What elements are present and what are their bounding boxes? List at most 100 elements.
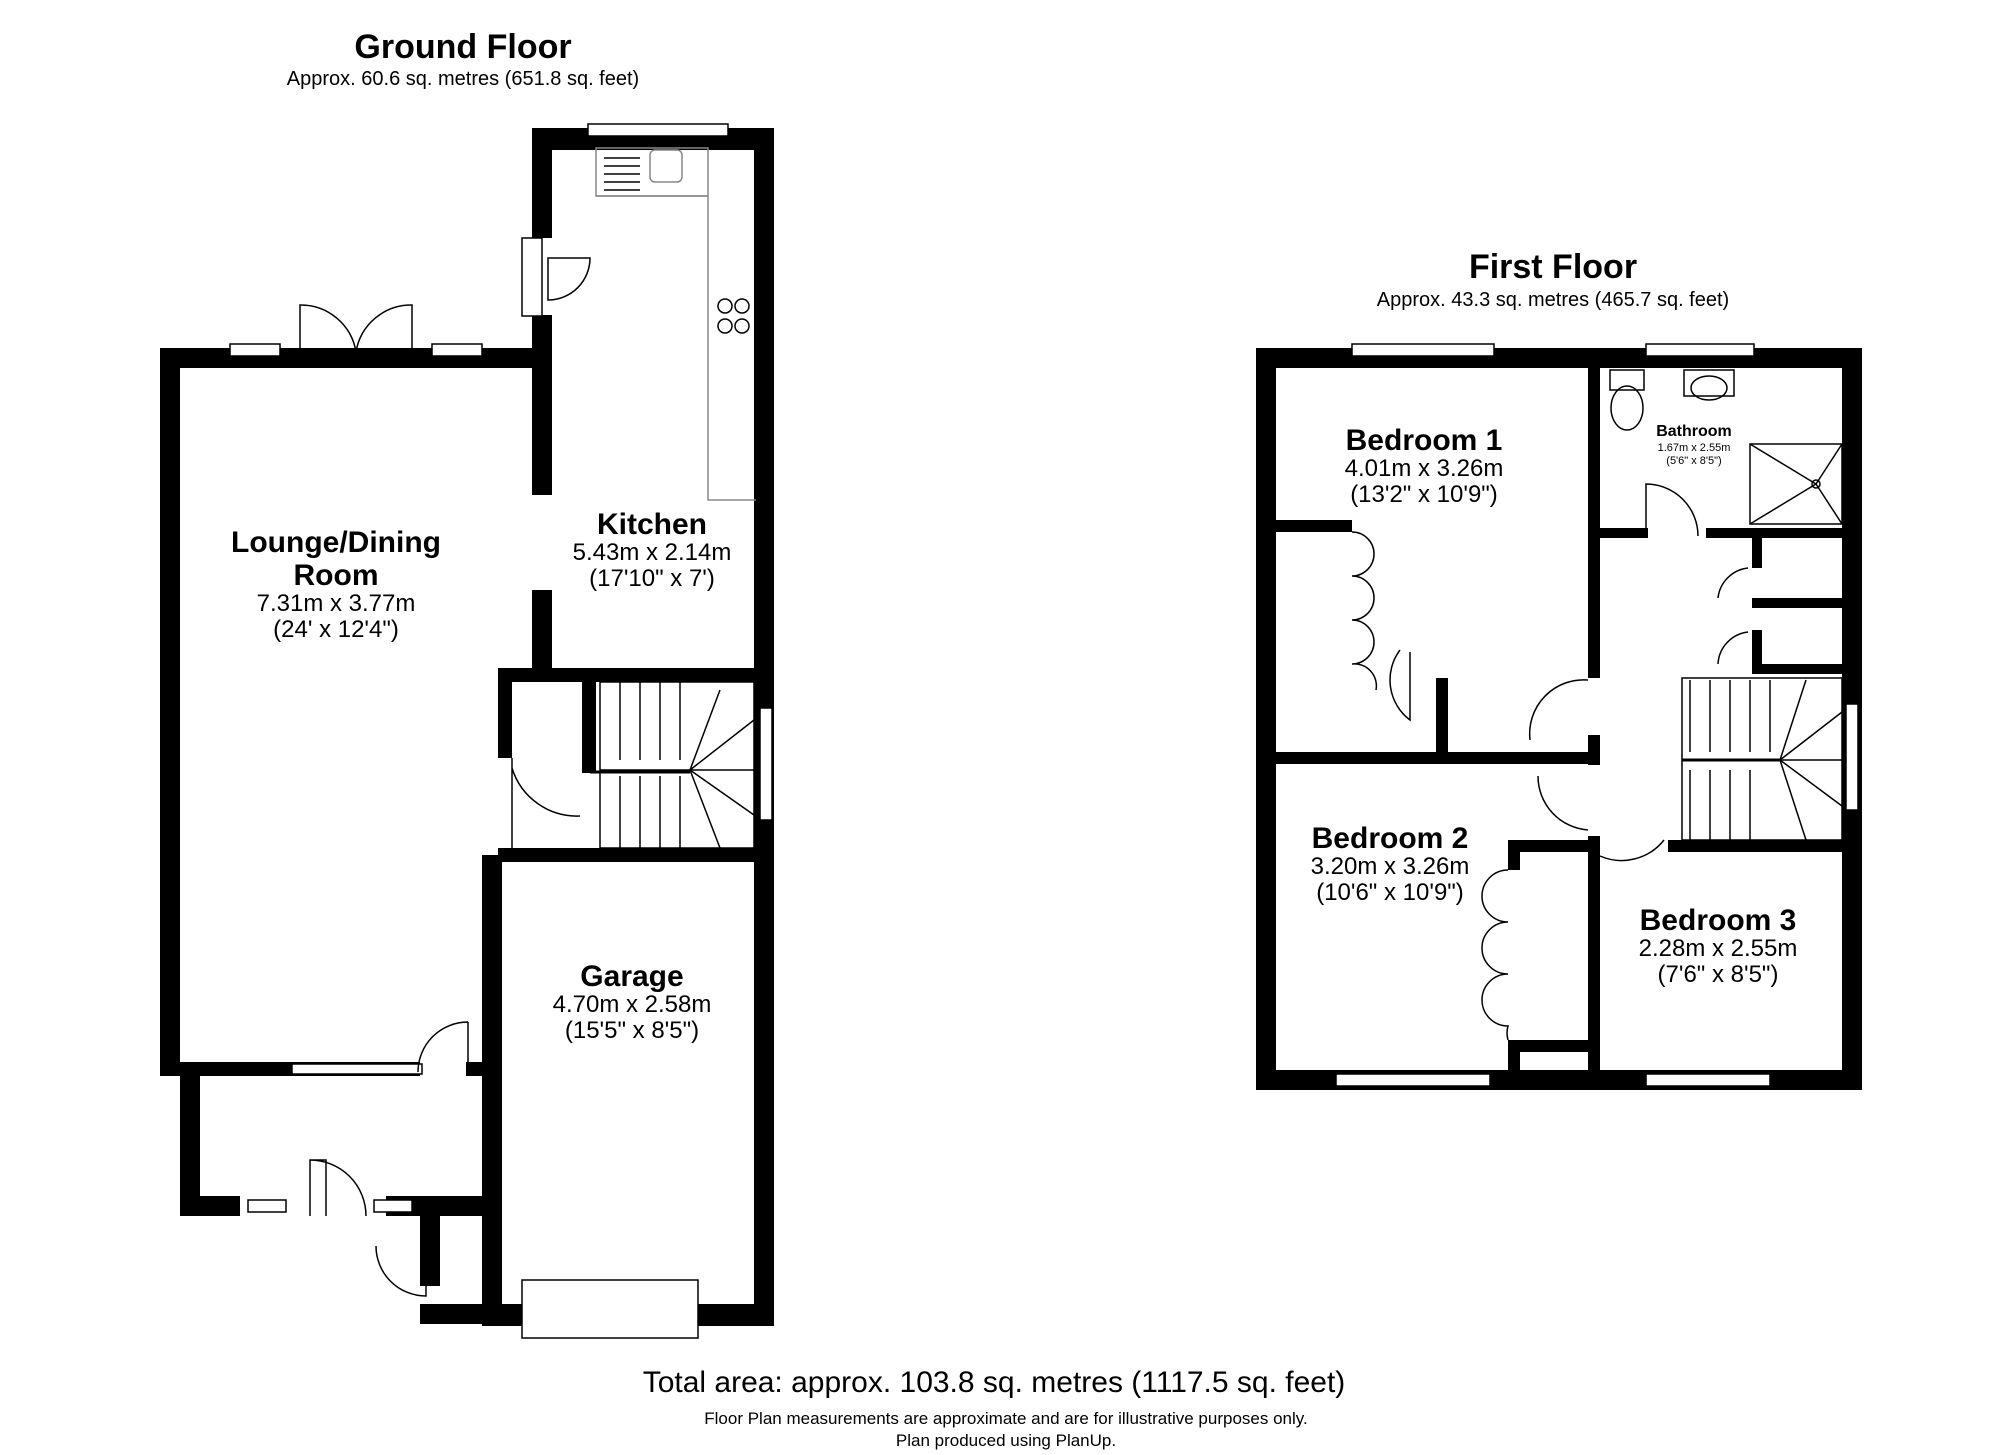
sink-icon <box>649 149 683 183</box>
first-floor-title: First Floor <box>1469 248 1637 286</box>
wall <box>1588 735 1600 765</box>
window <box>291 1063 423 1075</box>
wall <box>180 1070 200 1200</box>
room-size-imperial: (15'5" x 8'5") <box>565 1017 699 1044</box>
wall <box>498 668 512 758</box>
window <box>431 343 483 357</box>
disclaimer: Floor Plan measurements are approximate … <box>704 1409 1307 1428</box>
wall <box>1588 528 1648 538</box>
worktop <box>595 147 709 197</box>
room-size-imperial: (7'6" x 8'5") <box>1658 961 1779 988</box>
wall <box>1436 678 1448 764</box>
window <box>1645 1073 1771 1087</box>
cistern <box>1609 369 1645 391</box>
first-floor-area: Approx. 43.3 sq. metres (465.7 sq. feet) <box>1377 289 1729 311</box>
ground-floor-title: Ground Floor <box>354 28 571 66</box>
wall <box>1588 368 1600 678</box>
room-size: 4.70m x 2.58m <box>553 991 712 1018</box>
room-size: 2.28m x 2.55m <box>1639 935 1798 962</box>
room-name: Bedroom 2 <box>1312 822 1469 855</box>
room-label-bedroom-2: Bedroom 2 3.20m x 3.26m (10'6" x 10'9") <box>1311 822 1470 906</box>
bedroom1-door <box>1528 679 1589 741</box>
lounge-door <box>417 1021 469 1073</box>
wall <box>1752 630 1762 670</box>
wardrobe-doors <box>1481 869 1509 1041</box>
window <box>521 237 543 317</box>
hob-icon <box>717 298 750 334</box>
wall <box>1270 520 1352 532</box>
room-size: 4.01m x 3.26m <box>1345 455 1504 482</box>
wall <box>532 315 552 495</box>
worktop <box>707 196 756 501</box>
cupboard-door <box>1717 567 1749 599</box>
credit: Plan produced using PlanUp. <box>896 1431 1116 1450</box>
ground-floor-stairs <box>590 681 755 849</box>
bathroom-door <box>1645 483 1699 537</box>
room-name: Lounge/Dining <box>231 526 441 559</box>
room-size: 3.20m x 3.26m <box>1311 853 1470 880</box>
wall <box>532 128 552 238</box>
stairwell <box>1681 677 1843 841</box>
wall <box>582 668 596 773</box>
room-name: Bathroom <box>1656 423 1732 440</box>
room-size: 5.43m x 2.14m <box>573 539 732 566</box>
wall <box>498 848 768 862</box>
room-name: Garage <box>580 960 683 993</box>
room-size-imperial: (13'2" x 10'9") <box>1350 481 1498 508</box>
wall <box>420 1304 502 1324</box>
window <box>373 1199 413 1213</box>
wall <box>1752 664 1848 674</box>
garage-door <box>521 1279 699 1339</box>
wall <box>698 1304 774 1326</box>
wall <box>1508 840 1520 870</box>
french-door-left <box>299 304 357 353</box>
room-name: Bedroom 1 <box>1346 424 1503 457</box>
back-door <box>547 257 591 301</box>
total-area: Total area: approx. 103.8 sq. metres (11… <box>643 1366 1346 1399</box>
ground-floor-area: Approx. 60.6 sq. metres (651.8 sq. feet) <box>287 68 639 90</box>
basin-icon <box>1683 369 1735 397</box>
room-label-bedroom-1: Bedroom 1 4.01m x 3.26m (13'2" x 10'9") <box>1345 424 1504 508</box>
room-name: Room <box>294 559 379 592</box>
wall <box>420 1196 440 1286</box>
wall <box>482 855 502 1325</box>
wall <box>1270 752 1588 764</box>
wardrobe-door <box>1389 649 1411 722</box>
wall <box>160 348 180 1070</box>
ground-floor-windows <box>229 123 773 1339</box>
stairwell <box>599 681 755 849</box>
room-label-kitchen: Kitchen 5.43m x 2.14m (17'10" x 7') <box>573 508 732 592</box>
window <box>1335 1073 1491 1087</box>
room-name: Kitchen <box>597 508 707 541</box>
room-label-bedroom-3: Bedroom 3 2.28m x 2.55m (7'6" x 8'5") <box>1639 904 1798 988</box>
wall <box>1706 528 1846 538</box>
window <box>1845 703 1859 811</box>
under-stairs-door <box>511 758 581 848</box>
front-door <box>309 1159 367 1217</box>
wall <box>1752 598 1848 608</box>
bedroom2-door <box>1537 775 1589 831</box>
wall <box>498 668 768 682</box>
window <box>759 707 773 821</box>
wall <box>180 1196 240 1216</box>
window <box>229 343 281 357</box>
window <box>1351 343 1495 357</box>
room-size-imperial: (17'10" x 7') <box>589 565 715 592</box>
bedroom3-door <box>1599 839 1665 862</box>
room-name: Bedroom 3 <box>1640 904 1797 937</box>
room-size-imperial: (5'6" x 8'5") <box>1666 455 1721 467</box>
room-size: 1.67m x 2.55m <box>1658 442 1731 454</box>
toilet-icon <box>1610 385 1644 431</box>
room-size-imperial: (10'6" x 10'9") <box>1316 879 1464 906</box>
room-label-garage: Garage 4.70m x 2.58m (15'5" x 8'5") <box>553 960 712 1044</box>
wall <box>1510 840 1600 852</box>
wall <box>1588 836 1600 1076</box>
wall <box>1752 538 1762 568</box>
window <box>247 1199 287 1213</box>
room-label-lounge: Lounge/Dining Room 7.31m x 3.77m (24' x … <box>231 526 441 643</box>
wall <box>1256 348 1276 1090</box>
ground-floor-walls <box>160 128 774 1326</box>
cupboard-door <box>1717 631 1749 665</box>
wall <box>1508 1040 1588 1052</box>
